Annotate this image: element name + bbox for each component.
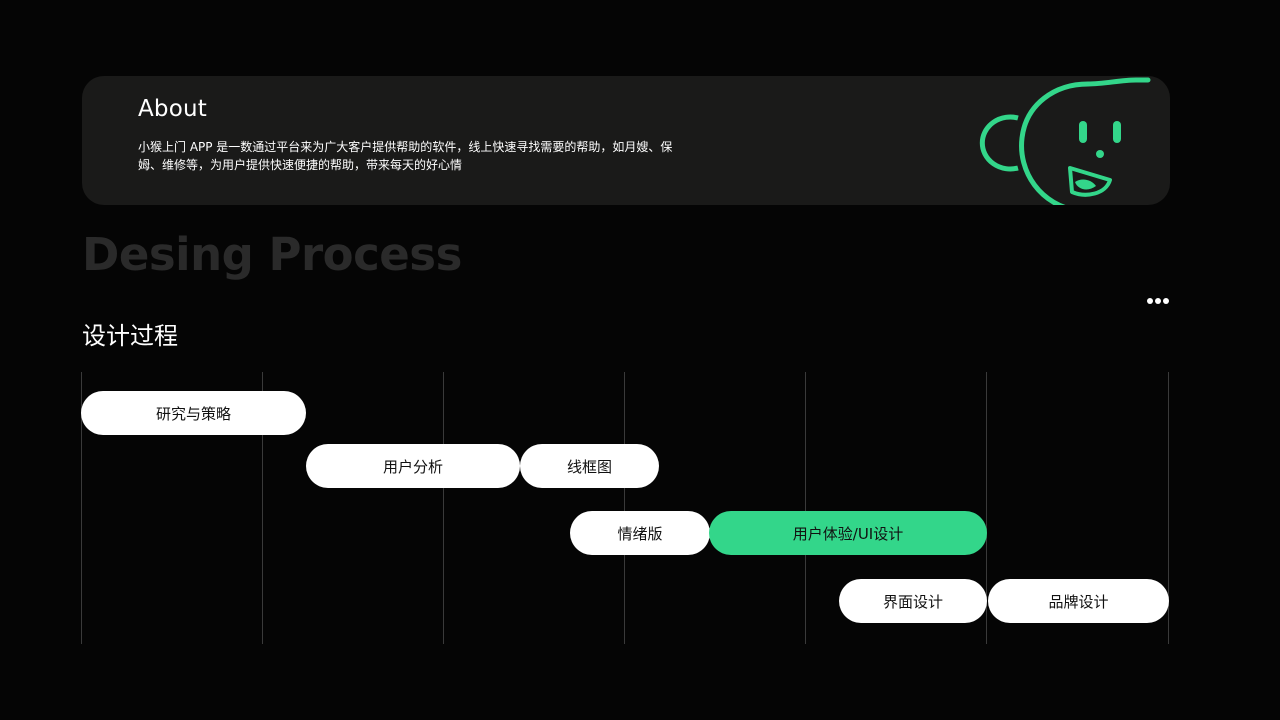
section-title: Desing Process [82, 228, 462, 281]
section-subtitle: 设计过程 [82, 322, 178, 350]
process-step-ux-ui-design[interactable]: 用户体验/UI设计 [709, 511, 987, 555]
monkey-mascot-icon [979, 77, 1151, 205]
timeline-grid-line [81, 372, 82, 644]
process-step-interface-design[interactable]: 界面设计 [839, 579, 987, 623]
about-title: About [138, 96, 208, 122]
timeline-grid-line [624, 372, 625, 644]
process-step-wireframe[interactable]: 线框图 [520, 444, 659, 488]
about-description: 小猴上门 APP 是一数通过平台来为广大客户提供帮助的软件，线上快速寻找需要的帮… [138, 140, 673, 172]
timeline-grid-line [805, 372, 806, 644]
timeline-grid-line [986, 372, 987, 644]
process-step-brand-design[interactable]: 品牌设计 [988, 579, 1169, 623]
more-horizontal-icon[interactable] [1144, 292, 1172, 310]
timeline-grid-line [262, 372, 263, 644]
process-step-moodboard[interactable]: 情绪版 [570, 511, 710, 555]
timeline-grid-line [443, 372, 444, 644]
timeline-grid-line [1168, 372, 1169, 644]
process-step-research[interactable]: 研究与策略 [81, 391, 306, 435]
process-step-user-analysis[interactable]: 用户分析 [306, 444, 520, 488]
about-card: About 小猴上门 APP 是一数通过平台来为广大客户提供帮助的软件，线上快速… [82, 76, 1170, 205]
